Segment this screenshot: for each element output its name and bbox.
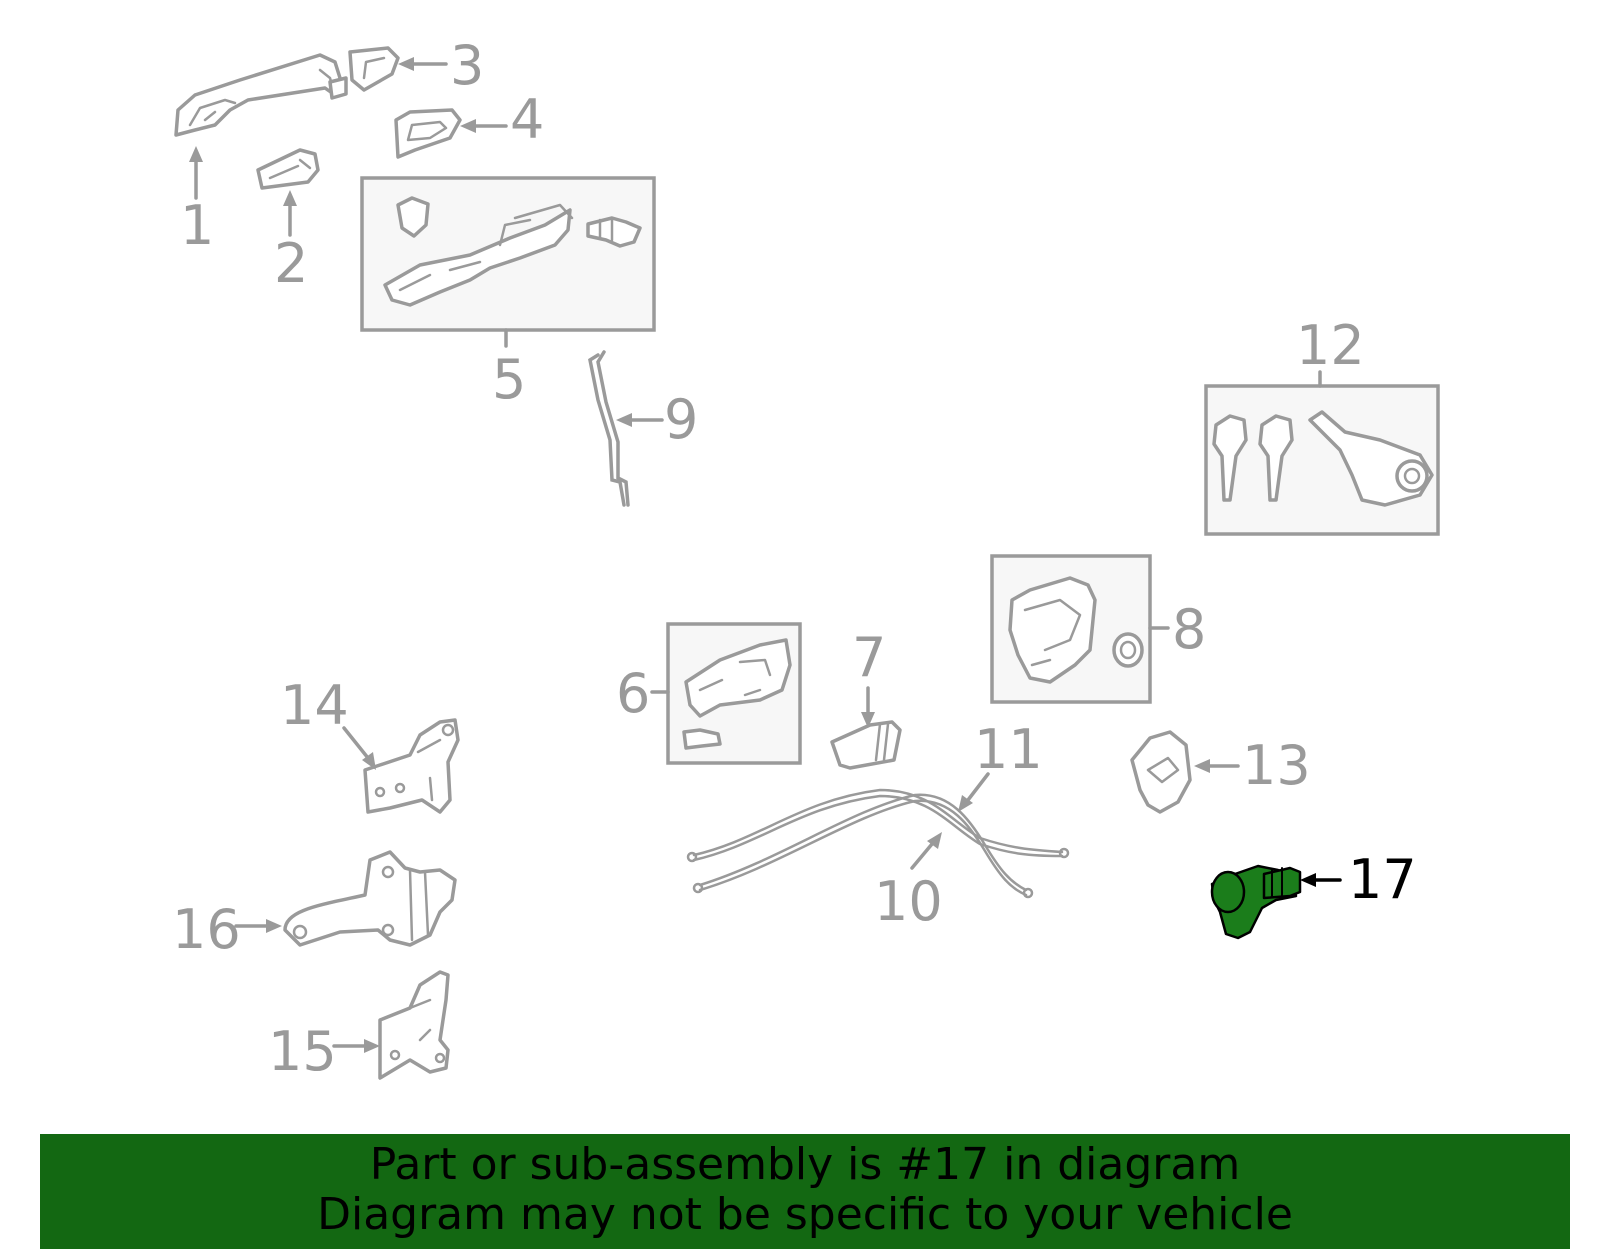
part-10-11-cables[interactable]	[686, 788, 1070, 899]
part-13-striker[interactable]	[1130, 730, 1192, 814]
callout-3: 3	[450, 34, 484, 97]
leader-lines	[189, 57, 1342, 1053]
part-5-handle-frame-kit[interactable]	[360, 176, 656, 348]
callout-6: 6	[616, 662, 650, 725]
part-1-outside-handle[interactable]	[174, 53, 348, 137]
callout-4: 4	[510, 88, 544, 151]
part-16-door-check[interactable]	[283, 850, 457, 947]
info-banner: Part or sub-assembly is #17 in diagram D…	[40, 1134, 1570, 1249]
callout-15: 15	[268, 1020, 337, 1083]
callout-17-highlighted: 17	[1348, 848, 1417, 911]
part-4-handle-bezel[interactable]	[394, 108, 462, 159]
callout-2: 2	[274, 232, 308, 295]
part-2-handle-pad[interactable]	[256, 148, 320, 190]
part-9-rod[interactable]	[588, 350, 630, 507]
banner-line-1: Part or sub-assembly is #17 in diagram	[369, 1139, 1241, 1190]
callout-8: 8	[1172, 598, 1206, 661]
callout-10: 10	[874, 870, 943, 933]
banner-line-2: Diagram may not be specific to your vehi…	[317, 1189, 1293, 1240]
callout-9: 9	[664, 388, 698, 451]
part-17-highlighted[interactable]	[1210, 864, 1302, 940]
part-3-handle-cap[interactable]	[348, 46, 400, 92]
callout-5: 5	[492, 348, 526, 411]
part-14-hinge[interactable]	[363, 718, 460, 814]
part-15-hinge[interactable]	[378, 970, 450, 1080]
part-7-handle-bezel[interactable]	[830, 720, 902, 770]
part-8-lock-actuator[interactable]	[990, 554, 1170, 704]
part-12-lock-cylinder-set[interactable]	[1204, 370, 1440, 536]
part-6-inside-handle[interactable]	[650, 622, 802, 765]
callout-14: 14	[280, 674, 349, 737]
callout-13: 13	[1242, 734, 1311, 797]
callout-7: 7	[852, 626, 886, 689]
callout-11: 11	[974, 718, 1043, 781]
callout-1: 1	[180, 194, 214, 257]
callout-labels: 1 2 3 4 5 6 7 8 9 10 11 12 13 14 15 16 1…	[172, 34, 1417, 1083]
callout-16: 16	[172, 898, 241, 961]
callout-12: 12	[1296, 314, 1365, 377]
